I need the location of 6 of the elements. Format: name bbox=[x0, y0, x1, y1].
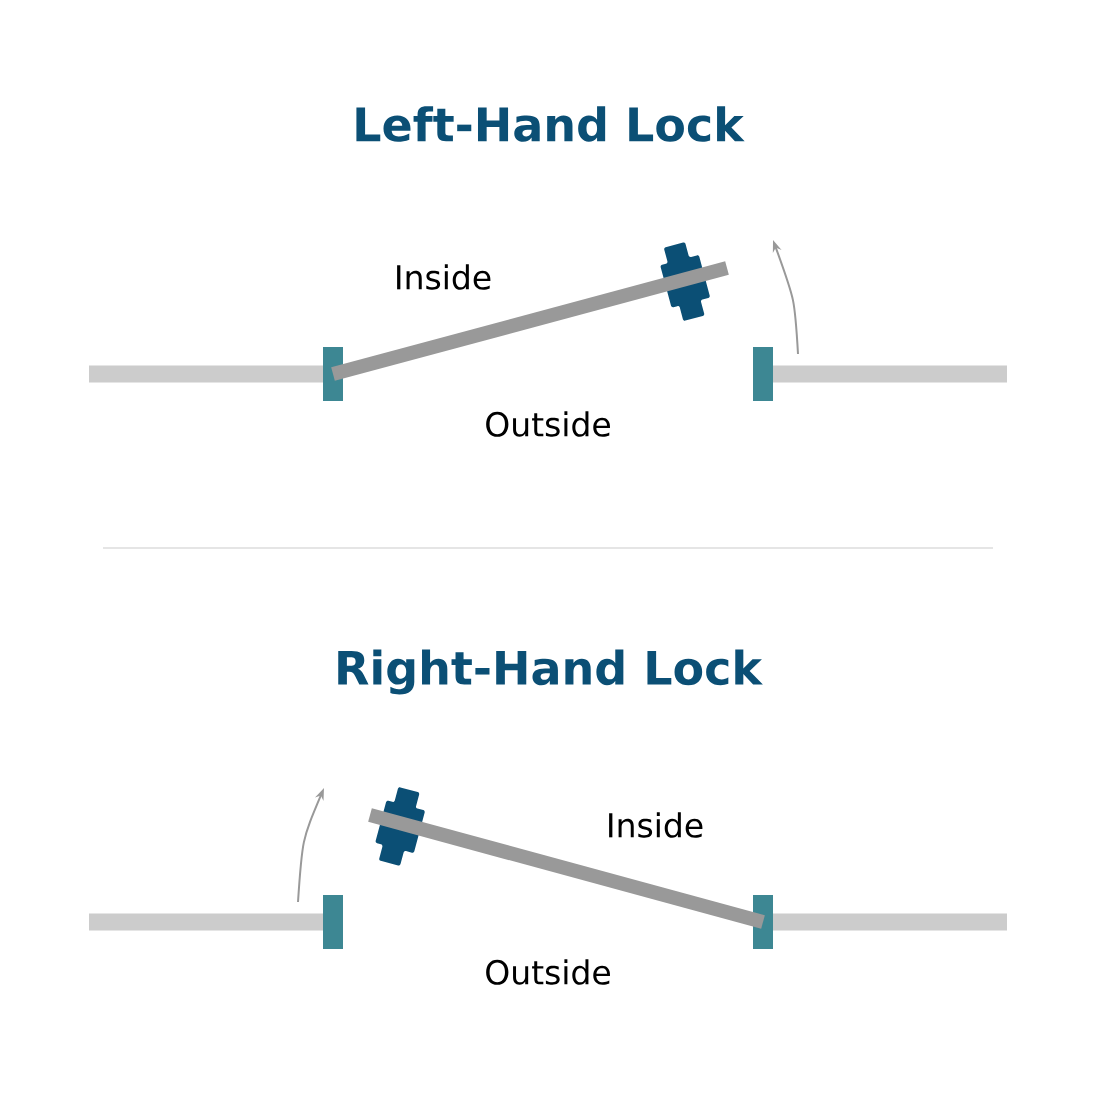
room-label: Inside bbox=[397, 264, 491, 290]
heading: Left-Hand Lock bbox=[356, 106, 745, 142]
room-label: Outside bbox=[486, 959, 610, 985]
room-label: Outside bbox=[486, 411, 610, 437]
room-label: Inside bbox=[609, 812, 703, 838]
heading: Right-Hand Lock bbox=[338, 649, 763, 695]
